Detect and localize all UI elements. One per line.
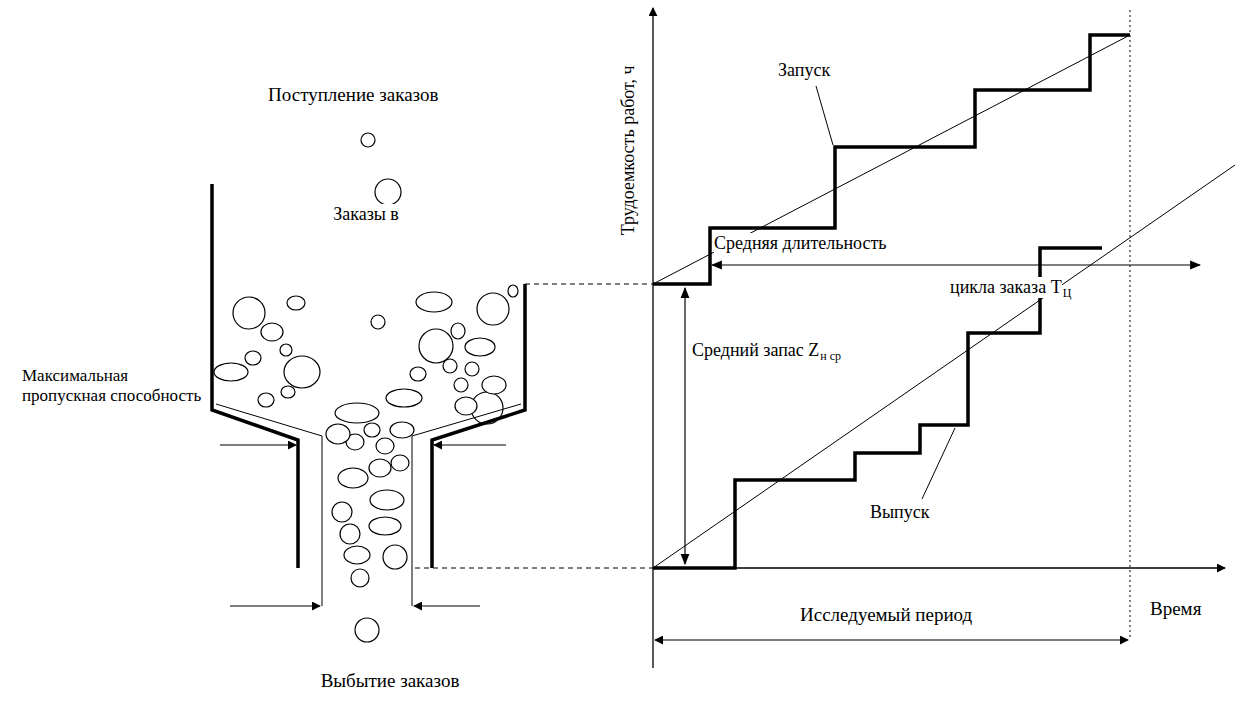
order-circle: [391, 455, 409, 471]
leader-line: [816, 86, 833, 145]
order-circle: [369, 459, 391, 477]
order-circle: [482, 376, 506, 394]
cycle-label: цикла заказа Т: [950, 277, 1062, 298]
capacity-arrow: [434, 444, 506, 445]
order-circle: [371, 315, 385, 329]
period-end-line: [1130, 10, 1131, 640]
order-circle: [245, 351, 261, 365]
order-circle: [477, 293, 509, 325]
stock-arrow: [684, 288, 685, 564]
cycle-arrow: [712, 264, 1200, 265]
order-circle: [233, 297, 265, 329]
capacity-arrow: [230, 605, 320, 606]
order-circle: [419, 329, 453, 363]
order-circle: [340, 524, 360, 544]
series-label: Выпуск: [870, 502, 929, 523]
order-circle: [383, 545, 407, 569]
period-label: Исследуемый период: [800, 604, 972, 626]
order-circle: [410, 367, 426, 381]
subscript: Ц: [1063, 287, 1072, 301]
order-circle: [338, 468, 368, 488]
release-step-line: [653, 248, 1102, 568]
order-circle: [344, 546, 370, 564]
order-circle: [465, 338, 495, 356]
order-circle: [455, 397, 477, 415]
order-circle: [390, 422, 414, 438]
intake-label: Поступление заказов: [268, 84, 438, 106]
order-circle: [375, 179, 401, 205]
order-circle: [351, 569, 369, 587]
order-circle: [451, 323, 465, 339]
axis-title: Время: [1150, 598, 1201, 620]
order-circle: [332, 502, 352, 522]
order-circle: [508, 285, 518, 297]
order-circle: [287, 296, 305, 310]
order-circle: [326, 424, 350, 444]
leader-line: [922, 428, 955, 499]
order-circles: [214, 133, 518, 642]
dashed-guide: [415, 284, 653, 568]
order-circle: [281, 386, 295, 398]
release-trend-line: [653, 165, 1235, 568]
order-circle: [258, 393, 274, 407]
capacity-arrow: [414, 605, 480, 606]
axis-title: Трудоемкость работ, ч: [618, 65, 639, 235]
order-circle: [261, 323, 283, 341]
stock-label: Средний запас Z: [692, 340, 819, 361]
x-axis: [653, 567, 1225, 568]
order-circle: [376, 438, 394, 454]
order-circle: [335, 403, 379, 423]
subscript: н ср: [820, 350, 841, 364]
order-circle: [370, 490, 404, 510]
cycle-label: Средняя длительность: [714, 233, 887, 254]
order-circle: [416, 292, 452, 312]
order-circle: [214, 363, 248, 381]
order-circle: [280, 344, 292, 356]
funnel-label: Заказы в: [330, 204, 402, 225]
outflow-label: Выбытие заказов: [321, 670, 460, 692]
throat-line: [216, 404, 521, 606]
order-circle: [386, 389, 422, 407]
order-circle: [364, 423, 380, 437]
order-circle: [284, 356, 320, 388]
order-circle: [454, 378, 468, 392]
capacity-arrow: [220, 444, 296, 445]
funnel-wall: [212, 184, 298, 568]
order-circle: [355, 618, 379, 642]
series-label: Запуск: [778, 60, 830, 81]
order-circle: [465, 362, 479, 376]
order-circle: [443, 359, 457, 373]
order-circle: [361, 133, 375, 147]
period-arrow: [655, 639, 1128, 640]
order-circle: [369, 517, 401, 535]
capacity-label: Максимальная пропускная способность: [22, 366, 208, 405]
